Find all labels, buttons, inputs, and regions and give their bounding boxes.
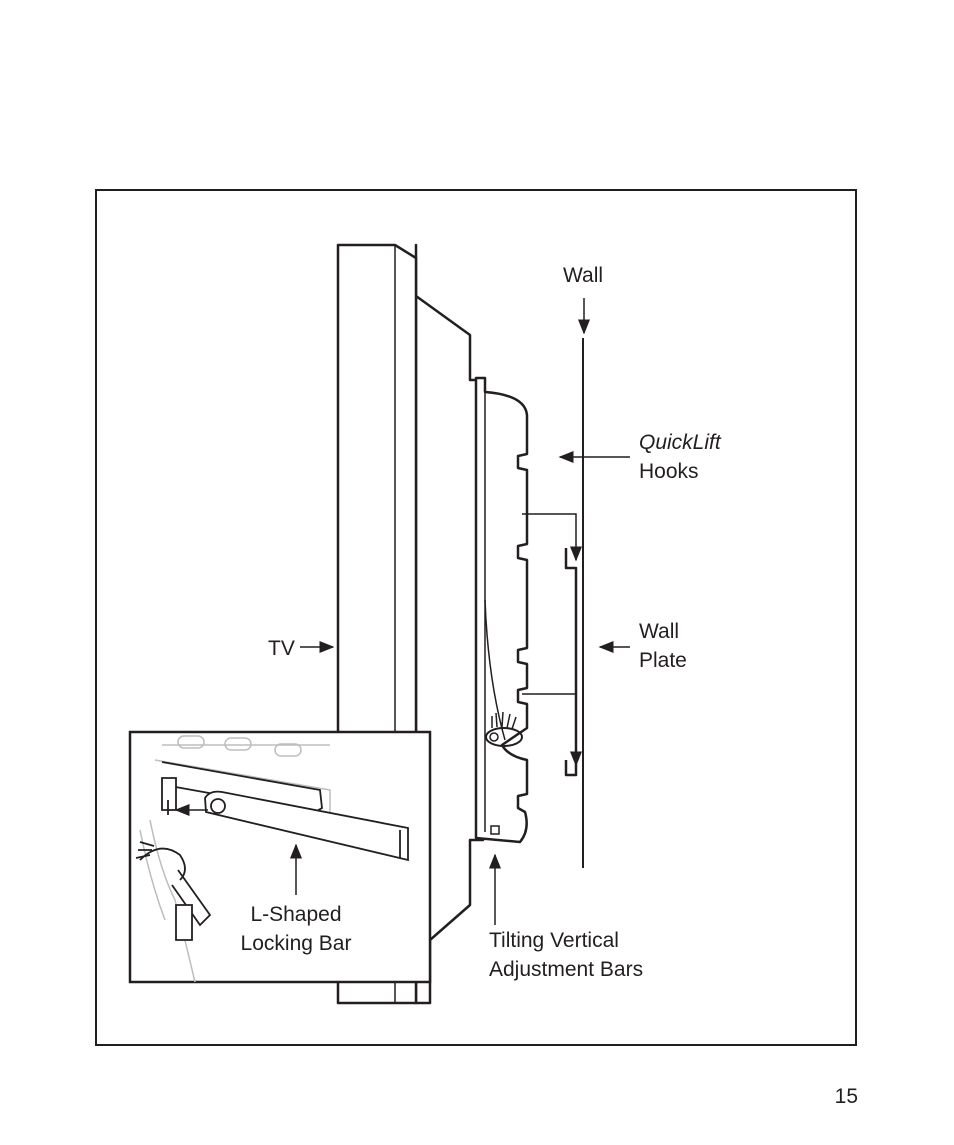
hooks-text: Hooks [639,460,699,483]
tilting-line2: Adjustment Bars [489,958,644,981]
locking-bar-label: L-Shaped Locking Bar [236,900,356,958]
tv-label: TV [268,637,295,660]
quicklift-hooks-label: QuickLift Hooks [639,428,721,486]
tv-back-housing [414,243,485,1005]
figure-frame [95,189,857,1046]
wall-plate-line1: Wall [639,620,680,643]
wall-label: Wall [563,264,604,287]
quicklift-brand: QuickLift [639,431,721,454]
page-number: 15 [834,1085,858,1108]
wall-plate [564,548,578,777]
tilting-adjustment-bar [474,376,529,844]
wall-plate-line2: Plate [639,649,687,672]
wall-plate-label: Wall Plate [639,617,687,675]
tilting-line1: Tilting Vertical [489,929,619,952]
tilting-bars-label: Tilting Vertical Adjustment Bars [489,926,643,984]
locking-bar-line2: Locking Bar [240,932,352,955]
locking-bar-line1: L-Shaped [250,903,342,926]
locking-bar-inset [128,730,432,984]
